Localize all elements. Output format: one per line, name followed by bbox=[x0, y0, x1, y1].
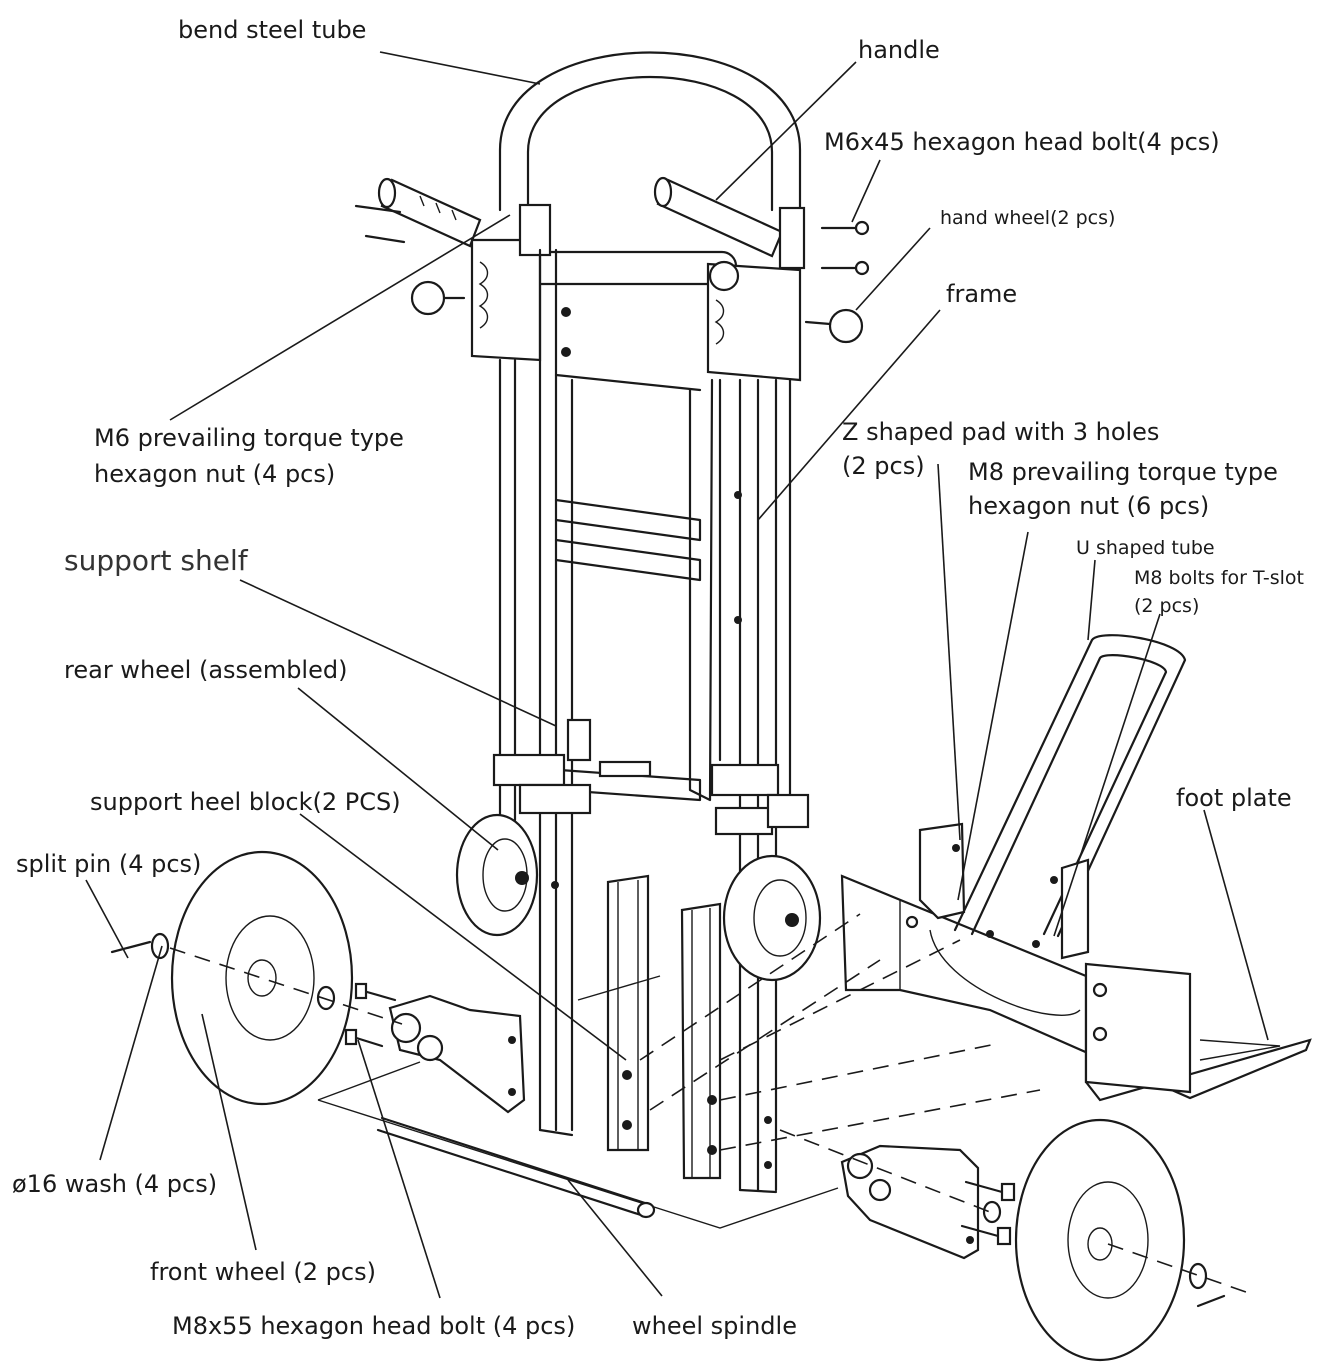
support-heel-blocks bbox=[606, 874, 722, 1180]
label-handle: handle bbox=[858, 36, 940, 64]
label-m8x55-bolt: M8x55 hexagon head bolt (4 pcs) bbox=[172, 1312, 575, 1340]
front-wheel-right bbox=[1014, 1118, 1186, 1362]
main-frame bbox=[498, 248, 792, 1194]
label-rear-wheel: rear wheel (assembled) bbox=[64, 656, 347, 684]
label-m8-tslot-line2: (2 pcs) bbox=[1134, 595, 1199, 617]
label-frame: frame bbox=[946, 280, 1017, 308]
rear-axle-blocks bbox=[492, 718, 810, 836]
label-z-pad-line1: Z shaped pad with 3 holes bbox=[842, 418, 1159, 446]
wheel-spindle bbox=[376, 1116, 656, 1219]
z-shaped-pads bbox=[918, 822, 1090, 960]
assembly-dashed-lines bbox=[169, 913, 1247, 1293]
base-plane bbox=[317, 975, 839, 1229]
label-bend-steel-tube: bend steel tube bbox=[178, 16, 366, 44]
m6x45-bolts bbox=[354, 204, 870, 276]
label-support-shelf: support shelf bbox=[64, 544, 249, 577]
label-m6-nut-line2: hexagon nut (4 pcs) bbox=[94, 460, 335, 488]
split-pins-washers bbox=[110, 932, 1226, 1308]
leader-lines bbox=[85, 51, 1269, 1299]
right-mount-bracket bbox=[840, 1144, 980, 1260]
label-split-pin: split pin (4 pcs) bbox=[16, 850, 201, 878]
handle-grips bbox=[377, 176, 784, 258]
foot-plate bbox=[840, 874, 1312, 1102]
label-m8-tslot-line1: M8 bolts for T-slot bbox=[1134, 567, 1304, 589]
hand-wheels bbox=[410, 280, 864, 344]
label-hand-wheel: hand wheel(2 pcs) bbox=[940, 207, 1115, 229]
support-shelf bbox=[558, 378, 722, 802]
label-m6x45-bolt: M6x45 hexagon head bolt(4 pcs) bbox=[824, 128, 1220, 156]
label-support-heel-block: support heel block(2 PCS) bbox=[90, 788, 401, 816]
label-m6-nut-line1: M6 prevailing torque type bbox=[94, 424, 404, 452]
label-foot-plate: foot plate bbox=[1176, 784, 1292, 812]
bend-steel-tube bbox=[498, 51, 802, 212]
u-shaped-tube bbox=[953, 634, 1187, 938]
front-wheel-left bbox=[170, 850, 354, 1106]
label-u-tube: U shaped tube bbox=[1076, 537, 1215, 559]
label-z-pad-line2: (2 pcs) bbox=[842, 452, 925, 480]
label-m8-nut-line2: hexagon nut (6 pcs) bbox=[968, 492, 1209, 520]
label-m8-nut-line1: M8 prevailing torque type bbox=[968, 458, 1278, 486]
label-wheel-spindle: wheel spindle bbox=[632, 1312, 797, 1340]
rear-wheels bbox=[455, 813, 822, 982]
left-mount-bracket bbox=[388, 994, 526, 1114]
label-wash: ø16 wash (4 pcs) bbox=[12, 1170, 217, 1198]
m8x55-bolts bbox=[344, 982, 1016, 1246]
label-front-wheel: front wheel (2 pcs) bbox=[150, 1258, 376, 1286]
